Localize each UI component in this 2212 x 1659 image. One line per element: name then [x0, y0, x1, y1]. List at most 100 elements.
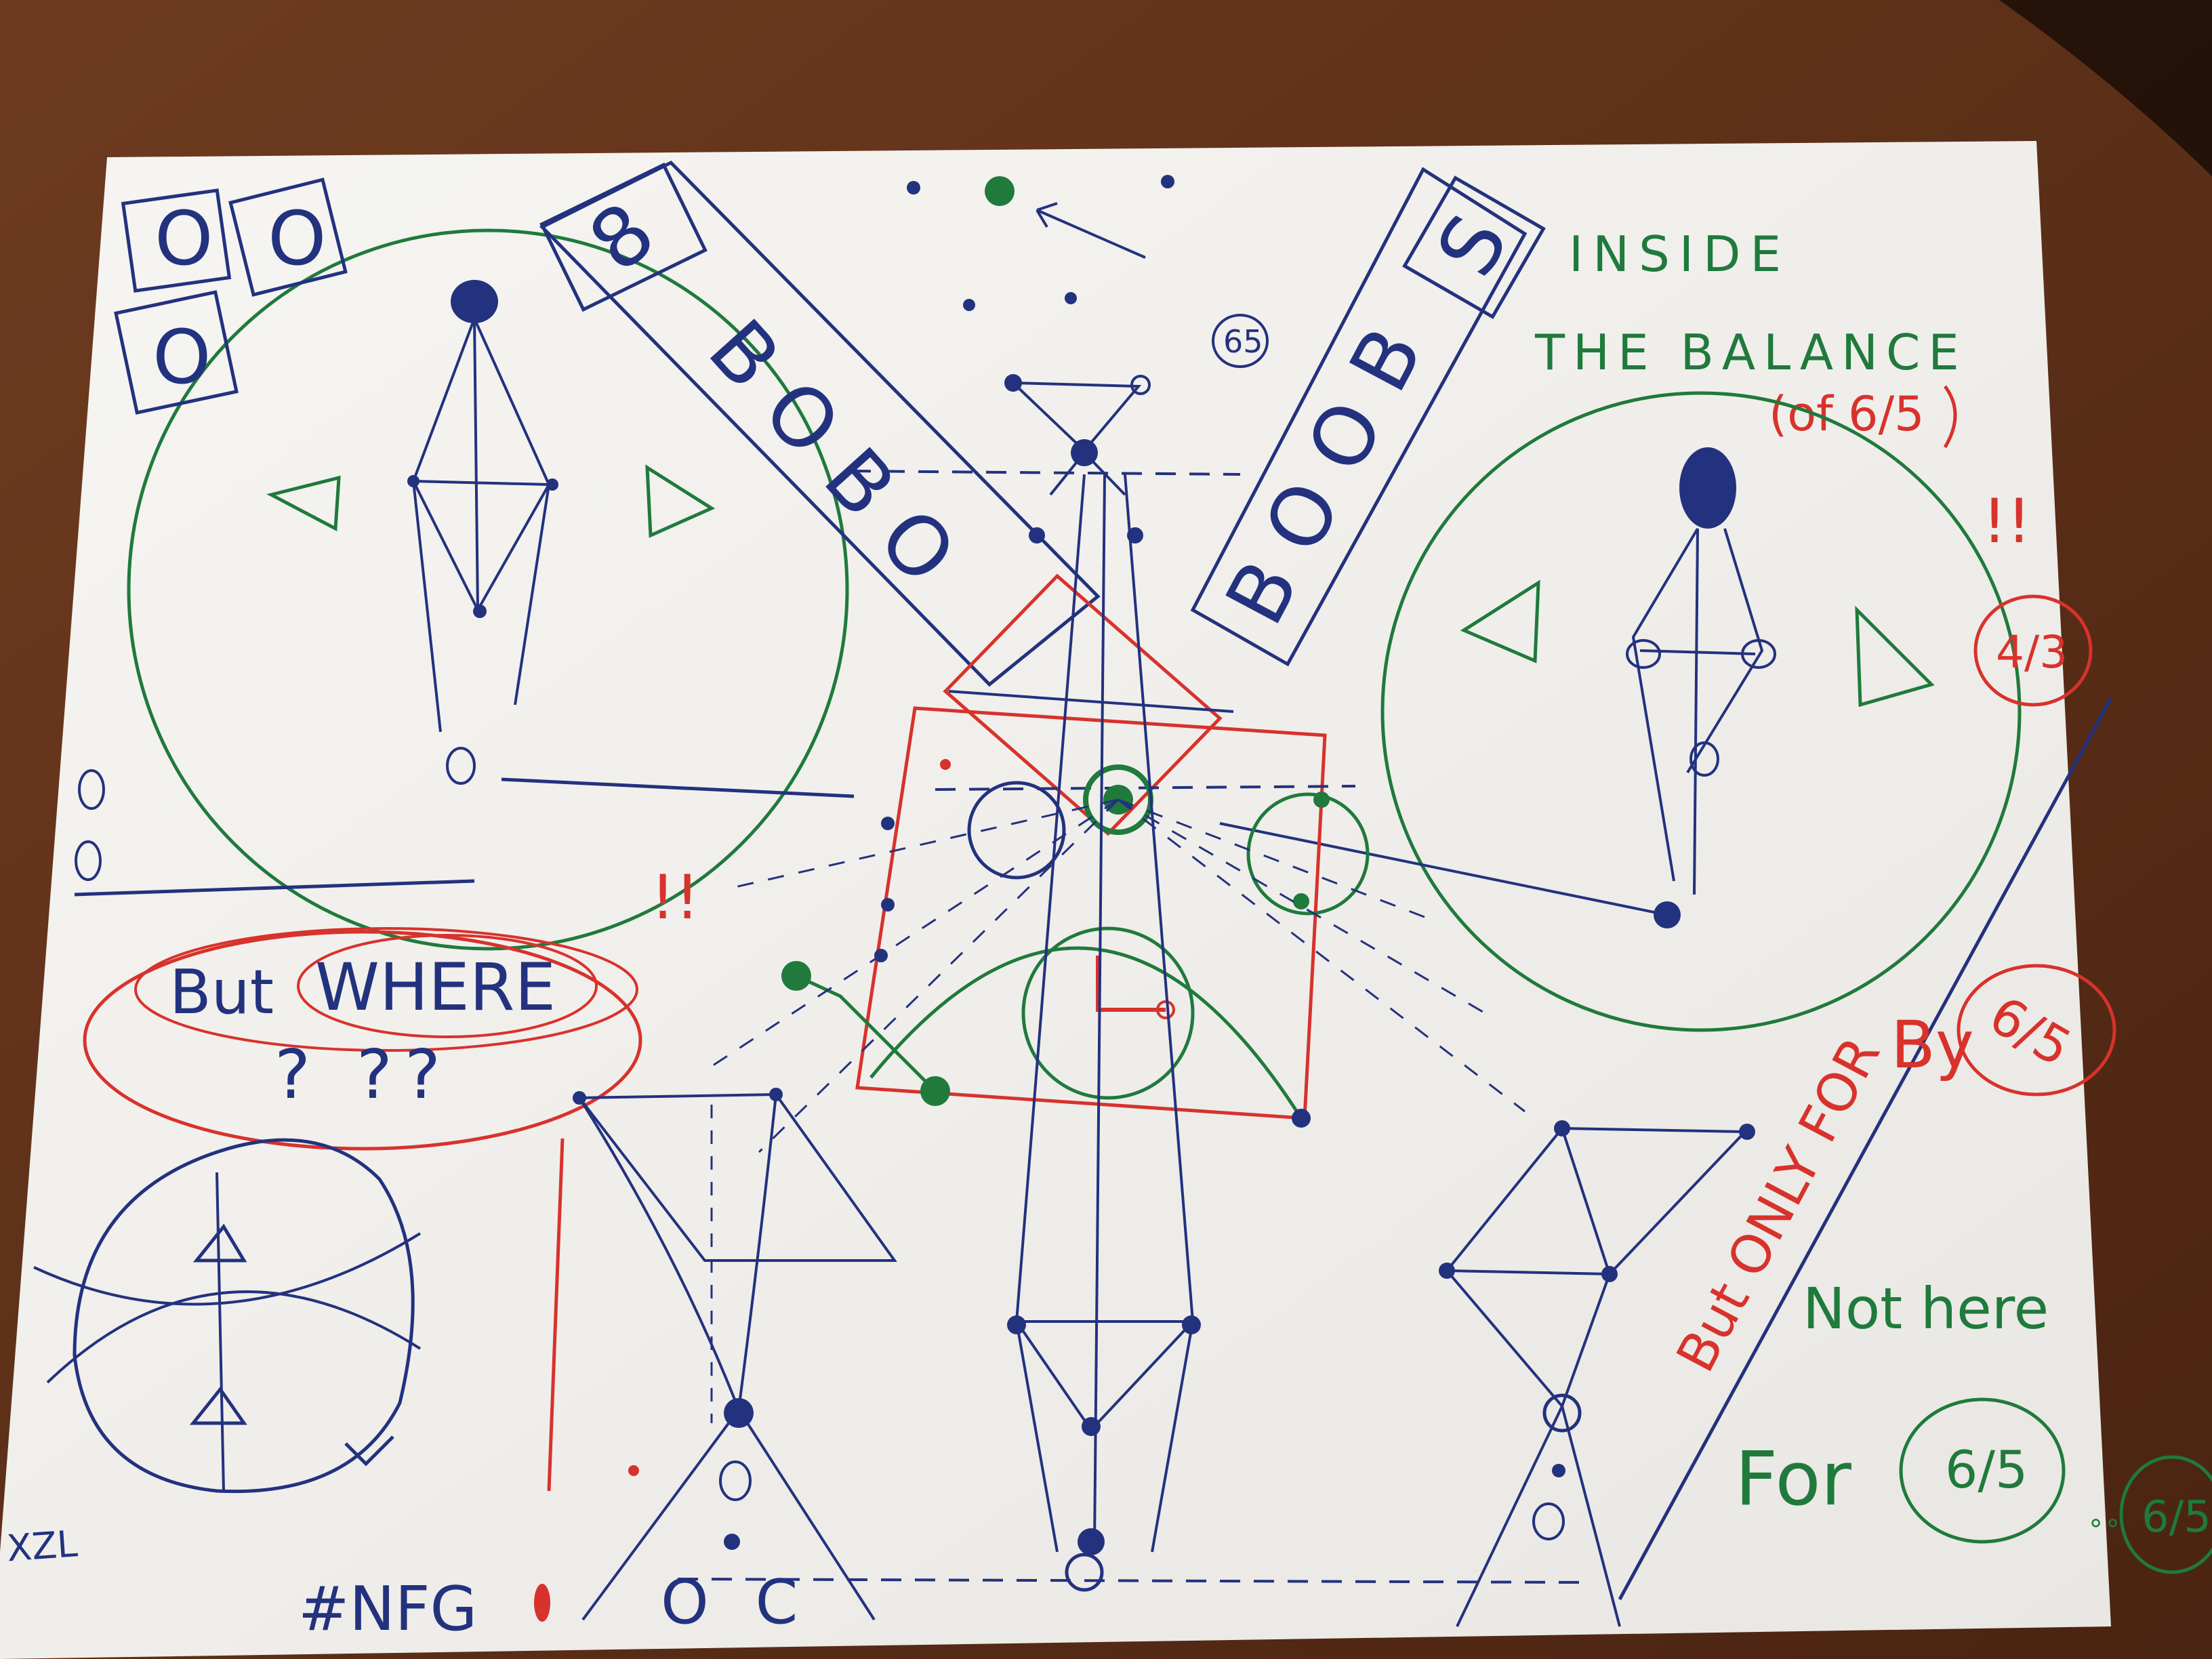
blue-node — [881, 898, 895, 912]
but-text: But — [169, 957, 274, 1028]
center-blue-circle — [967, 781, 1066, 880]
ratio-circle-4-3 — [1973, 594, 2093, 707]
red-bracket — [1096, 956, 1166, 1012]
top-dot — [1065, 292, 1077, 304]
ratio-corner-text: 6/5 — [2142, 1492, 2211, 1542]
figure-lines — [576, 1092, 897, 1621]
banner-right-cap — [1402, 176, 1546, 319]
top-green-dot — [985, 176, 1015, 206]
ratio-circle-by — [1957, 964, 2116, 1097]
red-node — [940, 759, 951, 770]
ratio-for-text: 6/5 — [1945, 1439, 2028, 1500]
left-green-triangle-right — [645, 464, 716, 538]
left-figure-node — [473, 605, 487, 618]
signature: XZL — [5, 1522, 79, 1570]
title-the-balance: THE BALANCE — [1534, 324, 1967, 381]
central-column — [1015, 474, 1194, 1553]
left-margin-o — [78, 769, 105, 810]
left-figure-foot — [446, 747, 476, 785]
green-link — [795, 974, 937, 1092]
figure-node — [769, 1088, 783, 1101]
blue-node — [1292, 1109, 1311, 1128]
right-figure-knee — [1741, 639, 1776, 669]
figure-node — [1739, 1124, 1755, 1140]
red-diamond — [943, 573, 1223, 836]
for-text: For — [1735, 1435, 1852, 1522]
hourglass-top — [1009, 381, 1142, 453]
bottom-left-circle — [73, 1138, 415, 1494]
top-left-boxes: O O O — [114, 178, 348, 415]
figure-node — [724, 1398, 754, 1428]
dashed-horizontal — [935, 785, 1356, 791]
bottom-marks: O C — [661, 1567, 811, 1638]
but-where-group: But WHERE ? ?? — [83, 927, 642, 1151]
bottom-center-right-figure — [677, 1120, 1755, 1627]
right-green-triangle-left — [1460, 579, 1540, 663]
left-margin-o — [75, 840, 102, 881]
not-here: Not here — [1803, 1275, 2049, 1342]
left-figure-node — [407, 475, 419, 487]
ratio-circle-corner — [2119, 1455, 2212, 1574]
figure-o — [1532, 1502, 1565, 1540]
hashtag-nfg: #NFG — [298, 1574, 477, 1645]
bottom-dashed — [677, 1578, 1593, 1584]
figure-node — [1542, 1393, 1582, 1433]
top-arrow — [1036, 202, 1146, 259]
red-mark — [534, 1584, 550, 1622]
figure-o — [719, 1460, 752, 1501]
title-of-ratio-paren — [1943, 385, 1957, 449]
left-green-circle — [127, 228, 849, 951]
title-of-ratio: (of 6/5 — [1769, 386, 1925, 442]
top-dot — [907, 181, 920, 194]
green-inner-circle — [1021, 926, 1195, 1100]
red-inner-oval — [134, 927, 638, 1052]
red-node — [1156, 1000, 1175, 1019]
right-figure-group — [1219, 391, 2022, 1032]
figure-node — [724, 1534, 740, 1550]
blue-node — [881, 817, 895, 830]
column-node — [1007, 1315, 1026, 1334]
bottom-left-check — [344, 1435, 394, 1467]
center-green-circle-right — [1246, 792, 1370, 916]
top-dot — [963, 299, 975, 311]
red-where-oval — [297, 934, 598, 1038]
right-figure-knee — [1626, 639, 1661, 669]
box-tr-letter: O — [268, 195, 327, 282]
green-arc — [869, 946, 1303, 1120]
right-figure-lines — [1631, 527, 1764, 895]
bottom-left-star-figure — [33, 1138, 422, 1494]
top-center-figure: 65 — [907, 175, 1269, 544]
radiating-dashes — [704, 798, 1525, 1153]
top-dot — [1161, 175, 1174, 188]
excl-right: !! — [1982, 486, 2031, 557]
desk-shadow — [1999, 0, 2212, 176]
bottom-left-cross-lines — [33, 1172, 422, 1492]
figure-node — [1552, 1464, 1565, 1477]
right-green-triangle-right — [1855, 605, 1935, 708]
figure-node — [573, 1091, 586, 1105]
green-node — [1313, 792, 1330, 808]
banner-left-outline — [539, 160, 1101, 687]
green-node — [1293, 893, 1309, 909]
red-node-small — [628, 1465, 639, 1476]
red-outer-oval — [83, 930, 642, 1151]
top-ratio-circle — [1212, 314, 1269, 368]
red-vertical — [547, 1138, 565, 1492]
excl-left: !! — [651, 862, 699, 933]
small-node — [1029, 527, 1045, 544]
right-diagonal-line — [1618, 697, 2113, 1601]
right-figure-foot — [1689, 741, 1719, 777]
right-base-line — [1219, 822, 1668, 916]
figure-node — [1554, 1120, 1570, 1136]
question-marks: ? ?? — [274, 1035, 453, 1114]
central-construction — [704, 470, 1525, 1592]
bottom-left-star-top — [192, 1223, 247, 1263]
box-tr — [228, 178, 348, 297]
dashed-horizontal — [850, 470, 1241, 476]
banner-left-cap — [539, 162, 708, 312]
banner-right-outline — [1190, 167, 1528, 667]
right-head-dot — [1679, 447, 1736, 529]
figure-node — [1601, 1266, 1618, 1282]
hourglass-node — [1130, 375, 1151, 395]
